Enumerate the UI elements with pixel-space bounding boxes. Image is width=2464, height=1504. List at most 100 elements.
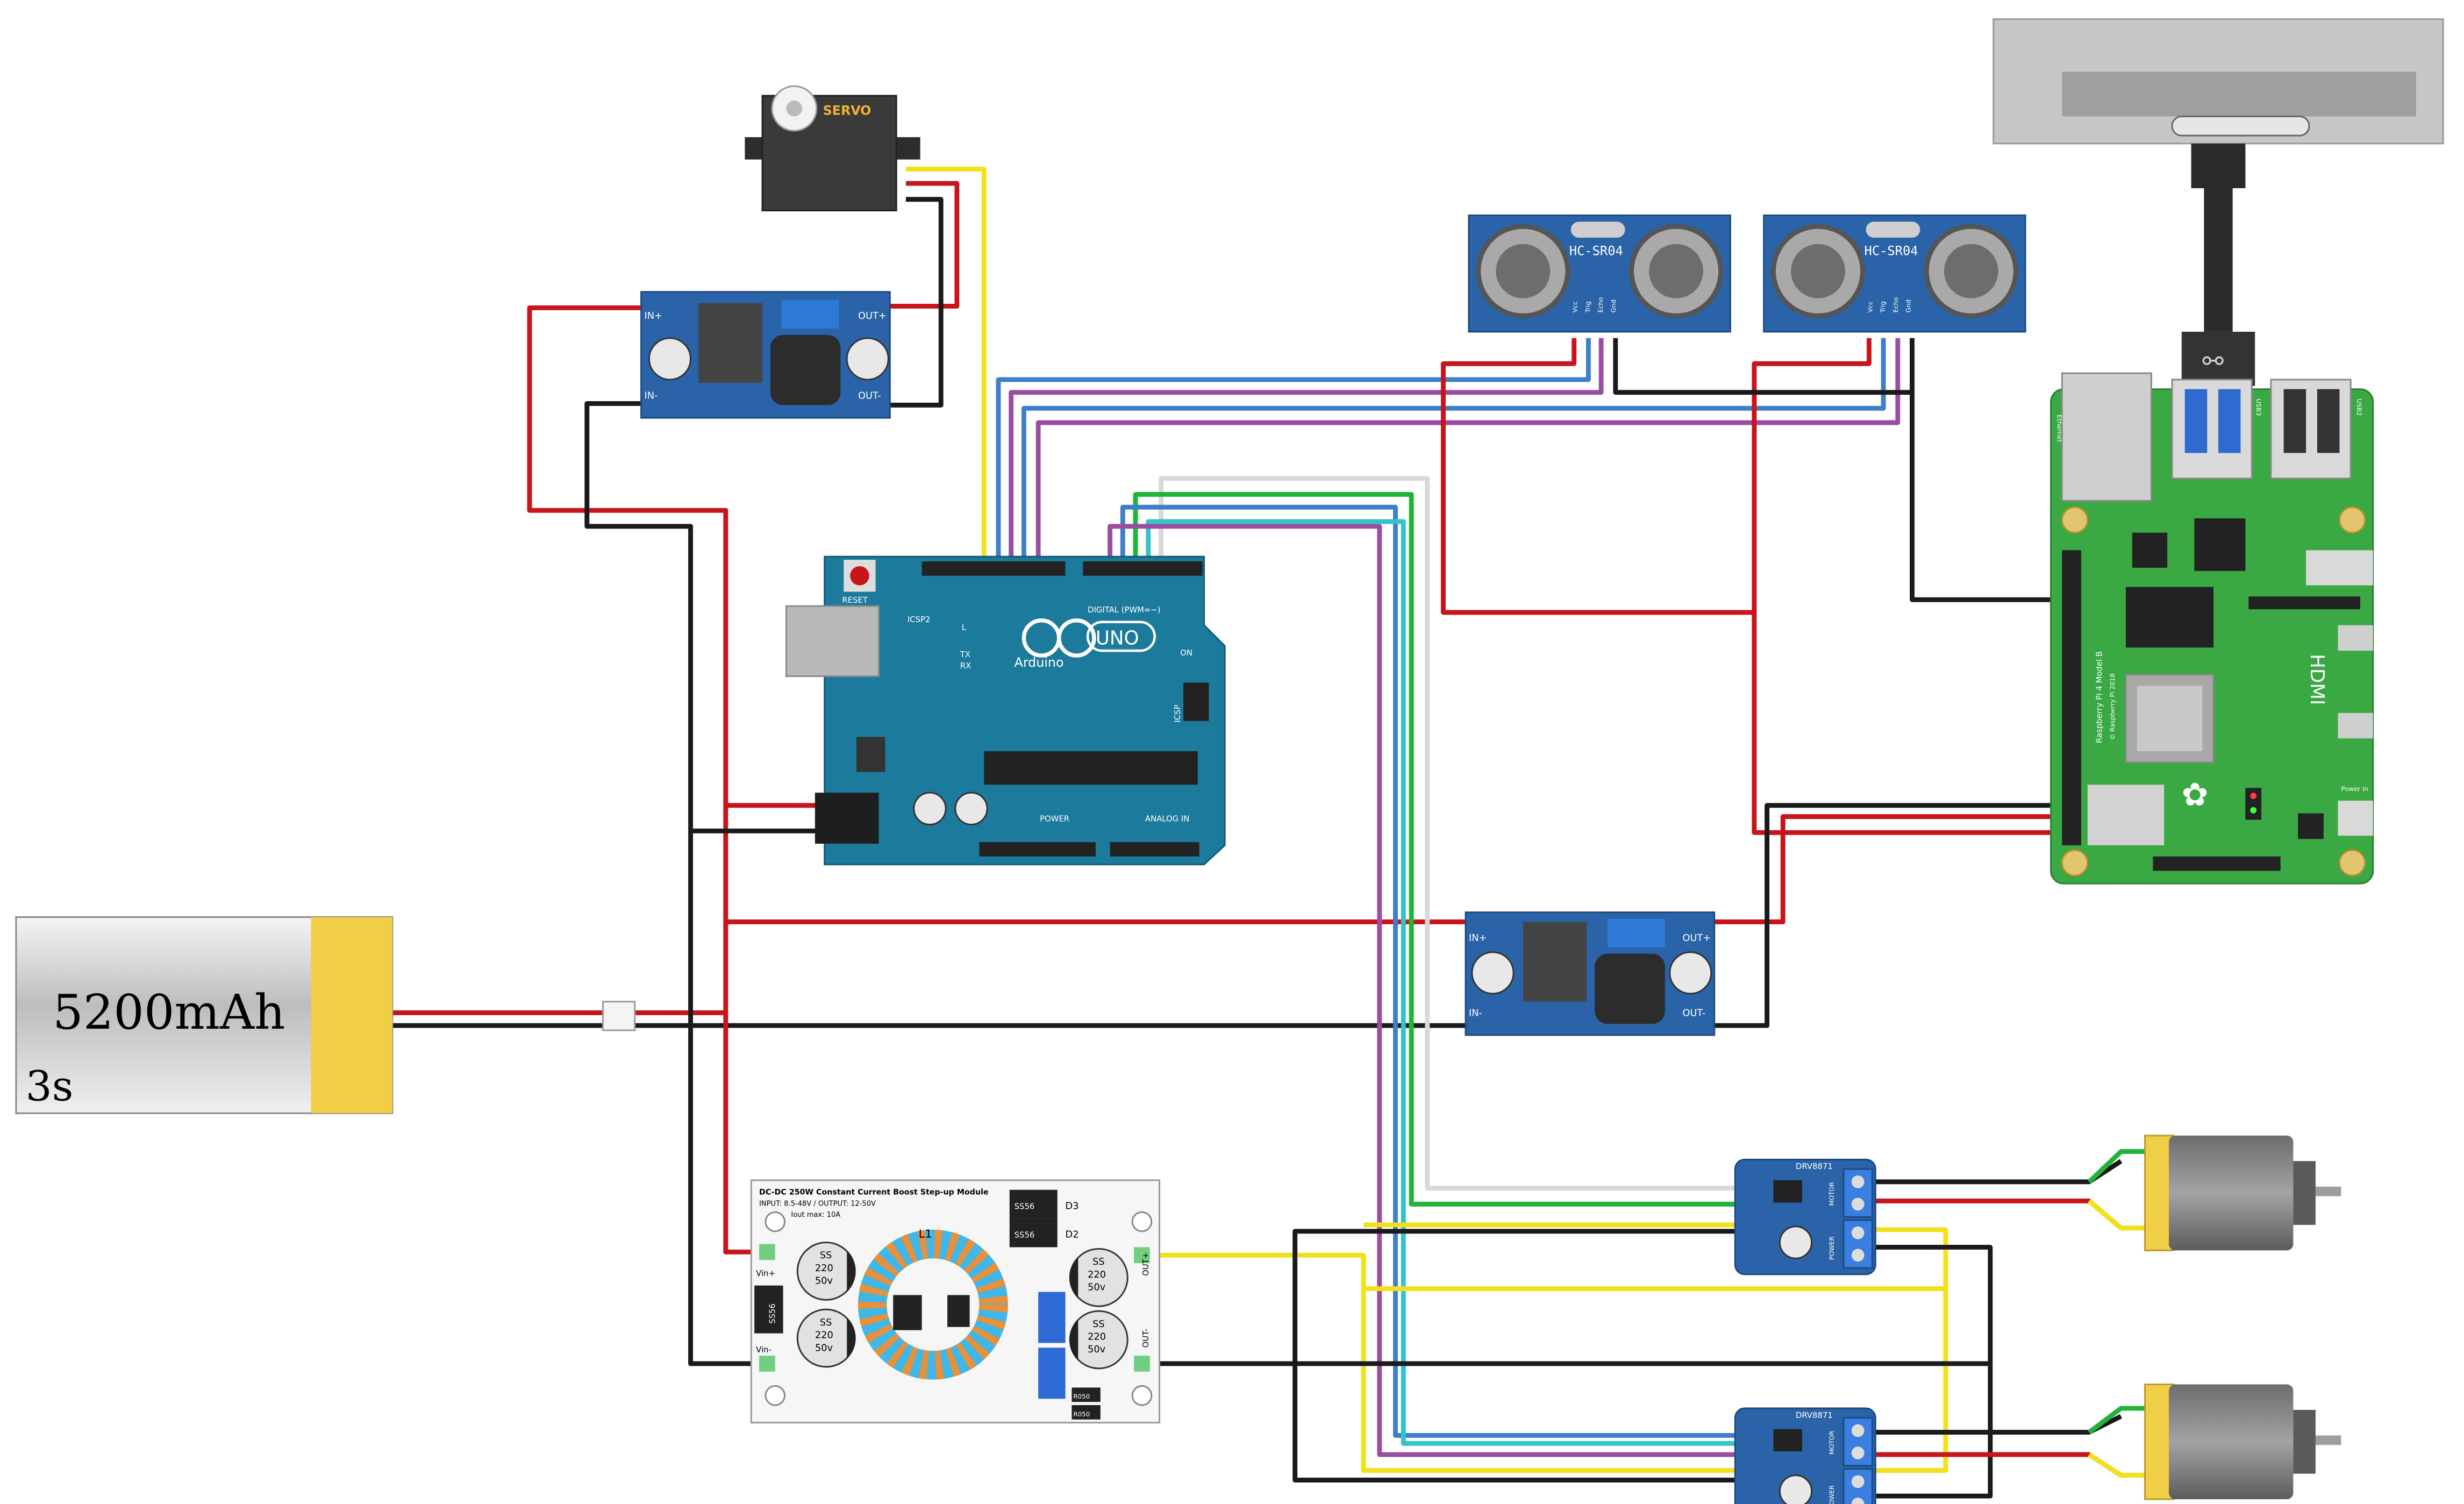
potentiometer-icon[interactable] <box>1038 1292 1066 1343</box>
potentiometer-icon[interactable] <box>1608 918 1665 947</box>
wire-servo-red <box>885 181 960 309</box>
boost-d2: D2 <box>1066 1229 1079 1241</box>
wire-motor1-red <box>1875 1198 2123 1230</box>
battery-pack[interactable]: 5200mAh 3s <box>15 916 636 1114</box>
wire-sensor1-gnd <box>1613 338 1914 395</box>
micro-hdmi-port[interactable] <box>2338 625 2373 651</box>
wire-sensor2-gnd <box>1910 338 2058 602</box>
pmic-chip <box>2298 813 2324 839</box>
driver-motor-label: MOTOR <box>1828 1431 1835 1455</box>
wifi-chip <box>2194 518 2246 571</box>
wire-driver-white <box>1159 476 1744 1191</box>
regulator-chip <box>698 303 762 383</box>
dc-motor-2[interactable] <box>2144 1384 2341 1500</box>
buck-out-minus: OUT- <box>858 390 881 402</box>
boost-diode: SS56 <box>768 1303 777 1324</box>
dc-jack[interactable] <box>815 793 879 844</box>
buck-in-plus: IN+ <box>1469 932 1487 944</box>
audio-jack[interactable] <box>2306 550 2373 586</box>
potentiometer-icon[interactable] <box>781 300 839 329</box>
cap-text: SS <box>820 1250 832 1261</box>
usb-b-port[interactable] <box>785 605 880 678</box>
wire-boost-out-plus <box>1148 1227 1948 1473</box>
shunt-resistor <box>1072 1405 1101 1420</box>
terminal-vin-plus[interactable] <box>759 1244 775 1260</box>
battery-connector[interactable] <box>602 1001 636 1031</box>
motor-driver-1[interactable]: DRV8871 POWER MOTOR <box>1734 1158 1876 1275</box>
cap-text: SS <box>820 1317 832 1328</box>
digital-header[interactable] <box>922 561 1066 576</box>
capacitor-icon <box>1669 951 1712 995</box>
buck-converter-top[interactable]: IN+ IN- OUT+ OUT- <box>640 291 891 419</box>
arduino-uno[interactable]: RESET ICSP2 DIGITAL (PWM=~) Arduino UNO … <box>785 555 1226 866</box>
boost-l1: L1 <box>919 1228 932 1241</box>
sensor-pin-vcc: Vcc <box>1572 301 1579 312</box>
usb-device[interactable]: ⚯ <box>1992 18 2444 386</box>
l-label: L <box>962 623 967 632</box>
wire-red-top-buck <box>527 305 1467 924</box>
terminal-out-plus[interactable] <box>1134 1247 1150 1264</box>
gpio-header[interactable] <box>2062 550 2081 846</box>
wire-sensor1-echo <box>1009 338 1604 562</box>
usb-icon: ⚯ <box>2202 347 2224 376</box>
cap-text: 220 <box>815 1263 833 1274</box>
usb3-label: USB3 <box>2255 399 2262 416</box>
boost-converter[interactable]: DC-DC 250W Constant Current Boost Step-u… <box>750 1179 1161 1424</box>
sensor-label: HC-SR04 <box>1569 244 1623 259</box>
wire-motor1-black <box>1875 1159 2123 1185</box>
capacitor-icon <box>1779 1225 1813 1259</box>
servo-motor[interactable]: SERVO <box>745 85 920 212</box>
sensor-pin-gnd: Gnd <box>1905 300 1912 312</box>
dc-motor-1[interactable] <box>2144 1135 2341 1251</box>
motor-shaft <box>2315 1435 2341 1445</box>
soc-chip <box>2125 587 2214 648</box>
camera-connector[interactable] <box>2153 856 2281 871</box>
ultrasonic-sensor-1[interactable]: HC-SR04 Vcc Trig Echo Gnd <box>1468 214 1731 333</box>
potentiometer-icon[interactable] <box>1038 1348 1066 1399</box>
wire-servo-black <box>885 197 944 408</box>
inductor-icon <box>1595 953 1665 1024</box>
capacitor-icon <box>1779 1474 1813 1504</box>
wire-rpi-5v <box>1714 814 2058 924</box>
usb-controller <box>2132 532 2168 568</box>
usb-plug[interactable] <box>2181 331 2255 386</box>
cap-text: 220 <box>1088 1269 1106 1280</box>
usb-c-power[interactable] <box>2338 800 2373 836</box>
buck-converter-bottom[interactable]: IN+ IN- OUT+ OUT- <box>1465 911 1716 1036</box>
boost-r050: R050 <box>1073 1393 1090 1400</box>
wire-boost-out-minus <box>1148 1245 1993 1366</box>
cap-text: SS <box>1092 1256 1105 1267</box>
sensor-pin-trig: Trig <box>1584 301 1591 313</box>
digital-label: DIGITAL (PWM=~) <box>1088 605 1161 615</box>
battery-cells: 3s <box>26 1063 74 1111</box>
boost-vin-minus: Vin- <box>756 1345 772 1355</box>
cap-text: 50v <box>1088 1344 1105 1355</box>
wire-red-boost-in <box>723 922 762 1254</box>
ethernet-port[interactable] <box>2061 372 2152 502</box>
driver-power-label: POWER <box>1828 1485 1835 1504</box>
ultrasonic-sensor-2[interactable]: HC-SR04 Vcc Trig Echo Gnd <box>1763 214 2026 333</box>
capacitor-icon <box>846 337 889 381</box>
wire-servo-signal <box>905 166 987 562</box>
wire-gnd-loop <box>1292 1229 1744 1482</box>
wire-gnd-loop2 <box>1875 1363 1993 1499</box>
analog-header[interactable] <box>1110 842 1199 857</box>
motor-driver-2[interactable]: DRV8871 POWER MOTOR <box>1734 1407 1876 1504</box>
ethernet-chip <box>2087 785 2165 846</box>
micro-hdmi-port[interactable] <box>2338 712 2373 739</box>
terminal-vin-minus[interactable] <box>759 1356 775 1372</box>
boost-d3: D3 <box>1066 1200 1079 1211</box>
driver-label: DRV8871 <box>1796 1162 1833 1171</box>
icsp-header[interactable] <box>1183 682 1209 721</box>
raspberry-pi[interactable]: Ethernet USB3 USB2 HDMI Power In Raspber… <box>2050 372 2374 885</box>
terminal-out-minus[interactable] <box>1134 1356 1150 1372</box>
diode-d3 <box>1009 1189 1058 1219</box>
cap-text: 50v <box>815 1342 833 1353</box>
digital-header-2[interactable] <box>1083 561 1203 576</box>
power-header[interactable] <box>979 842 1096 857</box>
wire-motor2-black <box>1875 1414 2123 1435</box>
boost-out-plus: OUT+ <box>1141 1252 1151 1276</box>
display-connector[interactable] <box>2248 596 2360 610</box>
inductor-icon <box>770 334 841 405</box>
